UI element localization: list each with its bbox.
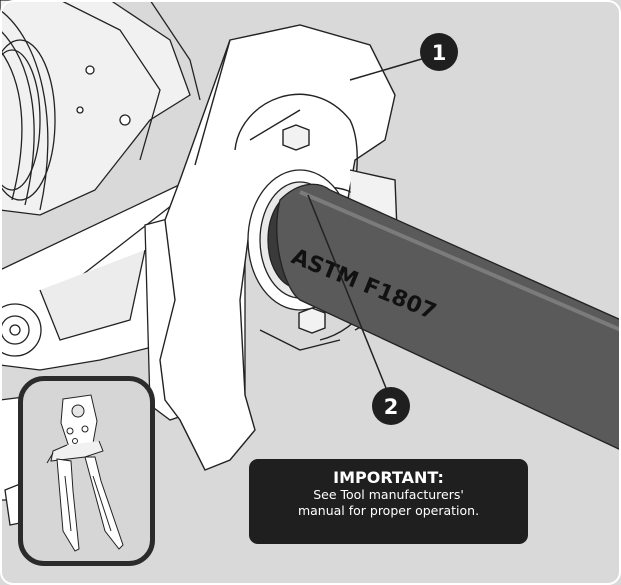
callout-1: 1 (420, 33, 458, 71)
callout-2-number: 2 (384, 395, 399, 419)
hand-crimp-tool-icon (46, 394, 124, 552)
callout-2: 2 (372, 387, 410, 425)
callout-1-leader (349, 57, 426, 81)
hand-crimp-tool-inset (18, 376, 155, 566)
notice-line-1: See Tool manufacturers' (313, 487, 464, 502)
notice-heading: IMPORTANT: (333, 468, 444, 487)
callout-2-leader (307, 194, 389, 394)
important-notice: IMPORTANT: See Tool manufacturers' manua… (249, 459, 528, 544)
callout-1-number: 1 (432, 41, 447, 65)
tool-housing (0, 0, 201, 216)
notice-line-2: manual for proper operation. (297, 503, 480, 518)
